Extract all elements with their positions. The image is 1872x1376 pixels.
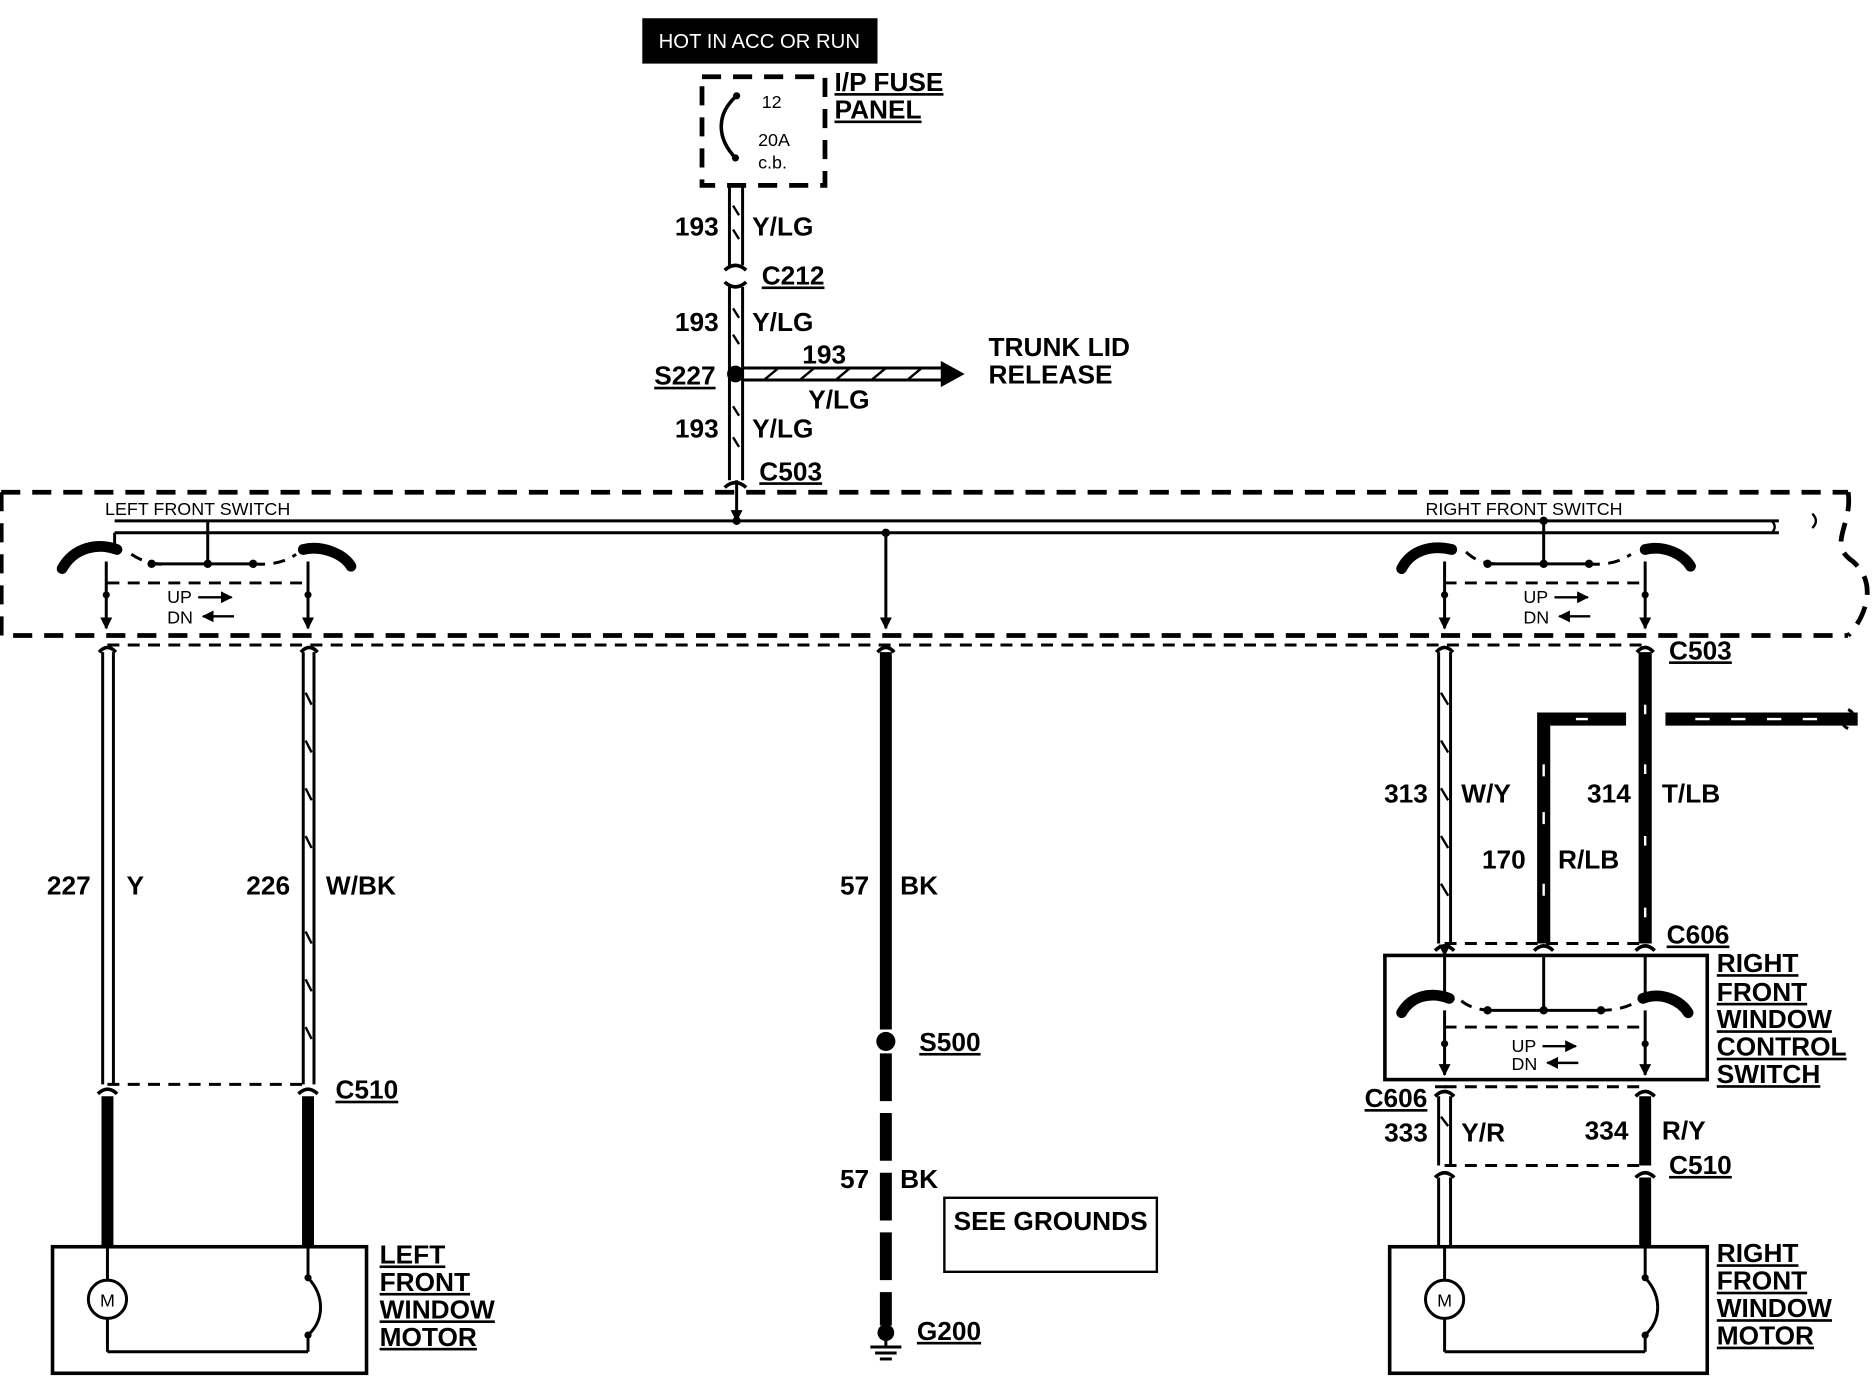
fuse-rating: 20A	[758, 130, 790, 150]
circuit-breaker-icon	[719, 94, 738, 160]
right-motor-breaker-icon	[1644, 1276, 1660, 1337]
s500-label: S500	[919, 1027, 980, 1057]
ground-upper-circuit: 57	[840, 871, 869, 901]
c212-label: C212	[762, 260, 825, 290]
see-grounds-box	[943, 1196, 1159, 1273]
left-window-motor: M LEFT FRONT WINDOW MOTOR	[50, 1239, 495, 1376]
right-window-motor: M RIGHT FRONT WINDOW MOTOR	[1387, 1238, 1832, 1376]
left-switch-rocker-b-icon	[297, 542, 357, 572]
c503-right-label: C503	[1669, 635, 1732, 665]
right-wire-313: 313	[1384, 779, 1428, 809]
splice-s227-icon	[727, 365, 744, 383]
right-switch-dn: DN	[1523, 608, 1549, 628]
power-source: HOT IN ACC OR RUN	[642, 18, 878, 64]
feed-color-c: Y/LG	[752, 413, 813, 443]
master-switch-assembly: LEFT FRONT SWITCH UP DN RIGHT FRONT SWIT…	[0, 489, 1870, 638]
passenger-switch-line1: RIGHT	[1717, 948, 1799, 978]
left-motor-line2: FRONT	[380, 1267, 470, 1297]
right-wire-170: 170	[1482, 844, 1526, 874]
splice-s500-icon	[876, 1031, 896, 1051]
feed-193-c: 193	[675, 413, 719, 443]
passenger-switch-line2: FRONT	[1717, 977, 1807, 1007]
feed-193-b: 193	[675, 307, 719, 337]
left-motor-line3: WINDOW	[380, 1294, 495, 1324]
connector-c503-lower: C503	[97, 635, 1732, 665]
fuse-panel-title-2: PANEL	[835, 95, 922, 125]
passenger-switch-line4: CONTROL	[1717, 1032, 1847, 1062]
right-motor-line3: WINDOW	[1717, 1293, 1832, 1323]
left-wire-227-color: Y	[127, 871, 145, 901]
ground-wire: 57 BK S500 57 BK G200 SEE GROUNDS	[840, 652, 1159, 1361]
right-motor-symbol: M	[1437, 1290, 1452, 1310]
right-front-switch: RIGHT FRONT SWITCH UP DN	[1396, 499, 1696, 630]
right-wire-314-color: T/LB	[1662, 779, 1720, 809]
feed-color-b: Y/LG	[752, 307, 813, 337]
passenger-rocker-b-icon	[1637, 990, 1694, 1019]
left-switch-up: UP	[167, 587, 192, 607]
ground-lower-circuit: 57	[840, 1164, 869, 1194]
fuse-panel-title-1: I/P FUSE	[835, 67, 944, 97]
left-front-switch: LEFT FRONT SWITCH UP DN	[56, 499, 357, 630]
c510-left-label: C510	[335, 1075, 398, 1105]
right-motor-line4: MOTOR	[1717, 1321, 1814, 1351]
right-window-control-switch: UP DN RIGHT FRONT WINDOW CONTROL SWITCH	[1383, 944, 1847, 1089]
left-wire-227: 227	[47, 871, 91, 901]
fuse-type: c.b.	[758, 153, 787, 173]
left-motor-symbol: M	[100, 1290, 115, 1310]
left-wires: 227 Y 226 W/BK C510	[47, 652, 398, 1247]
right-wire-334-color: R/Y	[1662, 1115, 1706, 1145]
right-wire-333-color: Y/R	[1461, 1118, 1505, 1148]
left-switch-label: LEFT FRONT SWITCH	[105, 499, 290, 519]
c510-right-label: C510	[1669, 1150, 1732, 1180]
c503-top-label: C503	[759, 456, 822, 486]
left-wire-226-color: W/BK	[326, 871, 396, 901]
right-wire-333: 333	[1384, 1118, 1428, 1148]
trunk-circuit: 193	[802, 339, 846, 369]
fuse-panel: 12 20A c.b. I/P FUSE PANEL	[699, 67, 944, 188]
passenger-switch-dn: DN	[1511, 1054, 1537, 1074]
right-wire-334: 334	[1585, 1115, 1629, 1145]
power-source-label: HOT IN ACC OR RUN	[659, 31, 860, 53]
see-grounds-label: SEE GROUNDS	[954, 1206, 1148, 1236]
right-motor-line2: FRONT	[1717, 1266, 1807, 1296]
connector-c212-icon	[723, 263, 748, 289]
right-switch-rocker-a-icon	[1396, 542, 1458, 574]
c606-top-label: C606	[1667, 919, 1730, 949]
right-wire-170-color: R/LB	[1558, 844, 1619, 874]
feed-color-a: Y/LG	[752, 212, 813, 242]
feed-193-a: 193	[675, 212, 719, 242]
trunk-dest-2: RELEASE	[989, 360, 1113, 390]
trunk-dest-1: TRUNK LID	[989, 332, 1130, 362]
passenger-switch-line3: WINDOW	[1717, 1004, 1832, 1034]
right-wire-313-color: W/Y	[1461, 779, 1511, 809]
fuse-number: 12	[762, 92, 782, 112]
left-motor-breaker-icon	[306, 1276, 322, 1337]
ground-upper-color: BK	[900, 871, 938, 901]
left-switch-dn: DN	[167, 608, 193, 628]
ground-symbol-icon	[870, 1337, 902, 1361]
trunk-color: Y/LG	[808, 385, 869, 415]
feed-wire: 193 Y/LG C212 193 Y/LG S227 193 Y/LG C50…	[654, 185, 825, 523]
left-switch-rocker-a-icon	[56, 541, 123, 574]
right-wires: 313 W/Y 170 R/LB 314 T/LB C606	[1384, 652, 1858, 952]
trunk-branch: 193 Y/LG TRUNK LID RELEASE	[742, 332, 1130, 415]
passenger-switch-up: UP	[1511, 1036, 1536, 1056]
right-wire-314: 314	[1587, 779, 1631, 809]
passenger-rocker-a-icon	[1396, 989, 1455, 1019]
passenger-switch-line5: SWITCH	[1717, 1059, 1821, 1089]
trunk-arrow-icon	[940, 360, 965, 388]
g200-label: G200	[917, 1316, 981, 1346]
s227-label: S227	[654, 361, 715, 391]
right-motor-line1: RIGHT	[1717, 1238, 1799, 1268]
ground-lower-color: BK	[900, 1164, 938, 1194]
right-lower-wires: C606 333 Y/R 334 R/Y C510	[1365, 1083, 1732, 1247]
right-switch-rocker-b-icon	[1639, 542, 1696, 572]
left-wire-226: 226	[246, 871, 290, 901]
right-switch-label: RIGHT FRONT SWITCH	[1425, 499, 1622, 519]
left-motor-line4: MOTOR	[380, 1322, 477, 1352]
left-motor-line1: LEFT	[380, 1239, 446, 1269]
right-switch-up: UP	[1523, 587, 1548, 607]
c606-bottom-label: C606	[1365, 1083, 1428, 1113]
